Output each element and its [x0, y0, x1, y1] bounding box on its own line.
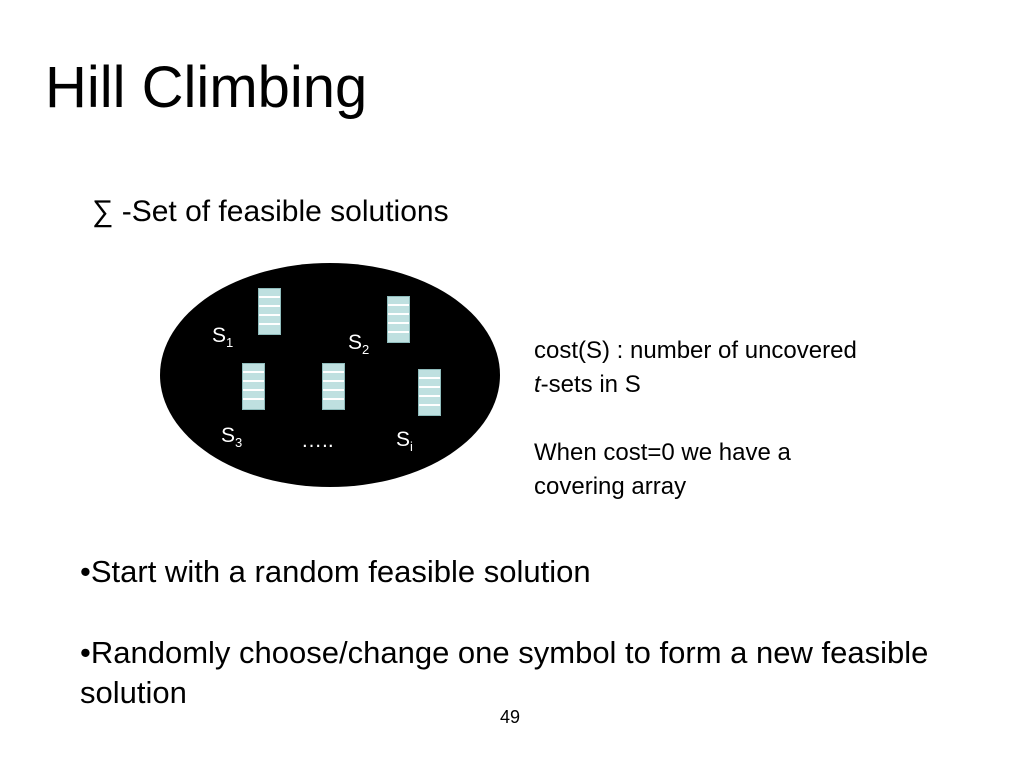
label-si: Si	[396, 428, 413, 459]
label-s2-main: S	[348, 331, 363, 354]
bullet-randomly-change: •Randomly choose/change one symbol to fo…	[80, 635, 929, 710]
slide-title: Hill Climbing	[45, 55, 368, 120]
label-s1-sub: 1	[226, 335, 234, 350]
array-cell	[243, 373, 264, 382]
array-cell	[243, 391, 264, 400]
label-s2: S2	[348, 331, 369, 362]
array-cell	[259, 325, 280, 334]
solution-array-s2	[387, 296, 410, 343]
solution-array-si	[418, 369, 441, 416]
cost-note-line2: covering array	[534, 473, 687, 500]
array-cell	[388, 297, 409, 306]
array-cell	[419, 370, 440, 379]
array-cell	[243, 400, 264, 409]
solution-array-middle	[322, 363, 345, 410]
array-cell	[259, 298, 280, 307]
page-number: 49	[500, 707, 521, 727]
feasible-set-heading: ∑ -Set of feasible solutions	[92, 195, 449, 228]
array-cell	[243, 364, 264, 373]
label-s3-sub: 3	[235, 435, 243, 450]
solution-space-diagram: S1 S2 S3 ….. Si	[160, 263, 500, 487]
array-cell	[259, 307, 280, 316]
label-s1: S1	[212, 324, 233, 355]
cost-definition-line2: t-sets in S	[534, 368, 641, 402]
array-cell	[419, 406, 440, 415]
solution-array-s3	[242, 363, 265, 410]
solution-array-s1	[258, 288, 281, 335]
array-cell	[388, 324, 409, 333]
array-cell	[388, 315, 409, 324]
array-cell	[419, 379, 440, 388]
label-s2-sub: 2	[362, 342, 370, 357]
array-cell	[323, 400, 344, 409]
cost-italic-t: t	[534, 371, 541, 398]
array-cell	[419, 397, 440, 406]
array-cell	[323, 382, 344, 391]
array-cell	[259, 289, 280, 298]
cost-definition-line1: cost(S) : number of uncovered	[534, 337, 857, 364]
cost-note-line1: When cost=0 we have a	[534, 439, 791, 466]
array-cell	[388, 333, 409, 342]
cost-line2-rest: -sets in S	[540, 371, 641, 398]
array-cell	[388, 306, 409, 315]
label-si-sub: i	[410, 439, 413, 454]
array-cell	[323, 373, 344, 382]
label-s1-main: S	[212, 324, 227, 347]
label-ellipsis: …..	[301, 429, 334, 452]
label-s3-main: S	[221, 424, 236, 447]
array-cell	[419, 388, 440, 397]
bullet-start: •Start with a random feasible solution	[80, 554, 591, 589]
array-cell	[323, 364, 344, 373]
label-si-main: S	[396, 428, 411, 451]
array-cell	[323, 391, 344, 400]
array-cell	[243, 382, 264, 391]
label-s3: S3	[221, 424, 242, 455]
array-cell	[259, 316, 280, 325]
